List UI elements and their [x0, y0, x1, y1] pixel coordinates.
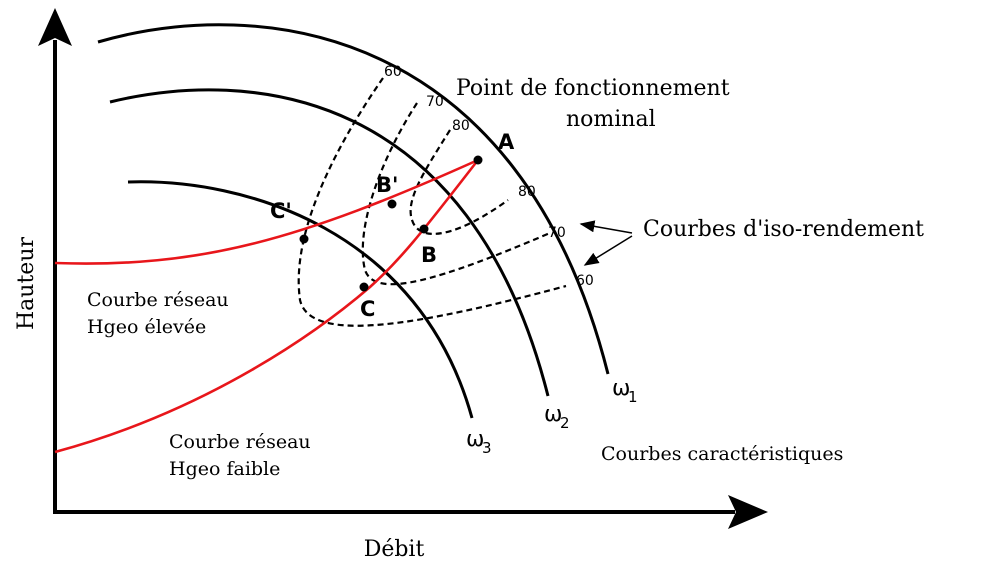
point-B-prime-marker: [387, 199, 397, 209]
point-C-marker: [359, 282, 369, 292]
omega2-symbol: ω: [544, 402, 562, 427]
x-axis-arrowhead: [728, 495, 768, 529]
omega3-label: ω 3: [466, 427, 492, 457]
characteristic-curves-title: Courbes caractéristiques: [601, 443, 843, 465]
point-A-marker: [473, 155, 483, 165]
iso-value-top-70: 70: [426, 94, 444, 110]
network-curve-high-hgeo: [54, 158, 479, 265]
omega1-subscript: 1: [628, 388, 638, 406]
iso-label-arrow-lower: [583, 235, 633, 266]
iso-label-arrow-upper: [579, 220, 633, 234]
x-axis-label: Débit: [364, 537, 425, 562]
characteristic-curve-omega1: [97, 23, 610, 375]
omega3-symbol: ω: [466, 427, 484, 452]
point-B-marker: [419, 224, 429, 234]
iso-value-top-60: 60: [384, 64, 402, 80]
omega2-label: ω 2: [544, 402, 570, 432]
omega1-symbol: ω: [612, 376, 630, 401]
iso-value-top-80: 80: [452, 118, 470, 134]
point-A-label: A: [498, 130, 515, 154]
network-high-line2: Hgeo élevée: [87, 316, 206, 338]
iso-efficiency-curve-70: [361, 102, 551, 286]
point-C-prime-label: C': [270, 199, 292, 223]
network-low-line2: Hgeo faible: [169, 458, 280, 480]
network-high-line1: Courbe réseau: [87, 289, 229, 311]
nominal-point-line1: Point de fonctionnement: [456, 76, 730, 101]
characteristic-curve-omega3: [127, 180, 474, 419]
iso-value-right-70: 70: [548, 225, 566, 241]
network-low-line1: Courbe réseau: [169, 431, 311, 453]
characteristic-curve-omega2: [109, 88, 550, 397]
omega1-label: ω 1: [612, 376, 638, 406]
nominal-point-line2: nominal: [566, 107, 656, 132]
point-C-label: C: [360, 297, 375, 321]
omega2-subscript: 2: [560, 414, 570, 432]
point-B-label: B: [421, 243, 437, 267]
iso-efficiency-curve-80: [409, 129, 509, 235]
iso-efficiency-curve-60: [297, 77, 567, 327]
iso-value-right-60: 60: [576, 273, 594, 289]
y-axis-arrowhead: [38, 8, 72, 46]
point-C-prime-marker: [299, 234, 309, 244]
omega3-subscript: 3: [482, 439, 492, 457]
iso-efficiency-title: Courbes d'iso-rendement: [643, 217, 924, 242]
y-axis-label: Hauteur: [14, 237, 39, 331]
iso-value-right-80: 80: [518, 184, 536, 200]
point-B-prime-label: B': [376, 173, 398, 197]
